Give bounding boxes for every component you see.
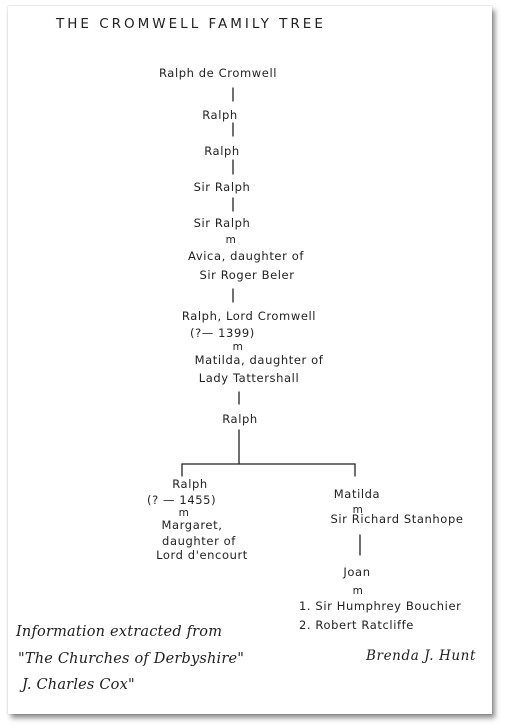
source-note-line2: "The Churches of Derbyshire" [18,651,245,667]
person-ralph-de-cromwell: Ralph de Cromwell [158,66,278,80]
ralph-left-dates: (? — 1455) [147,493,217,507]
page-title: THE CROMWELL FAMILY TREE [56,16,326,32]
spouse-avica: Avica, daughter of [188,249,304,263]
joan-marriage-2: 2. Robert Ratcliffe [299,618,414,632]
person-lord-cromwell: Ralph, Lord Cromwell [181,309,317,323]
spouse-margaret-line3: Lord d'encourt [156,548,248,562]
spouse-margaret-line2: daughter of [162,534,236,548]
person-ralph-gen2: Ralph [202,108,238,122]
marriage-mark: m [225,234,237,246]
paper-sheet [8,6,492,714]
person-sir-ralph-gen4: Sir Ralph [193,180,251,194]
spouse-margaret: Margaret, [161,518,223,532]
joan-marriage-1: 1. Sir Humphrey Bouchier [299,599,462,613]
author-signature: Brenda J. Hunt [366,648,476,664]
marriage-mark: m [178,507,190,519]
marriage-mark: m [232,341,244,353]
person-ralph-last: Ralph [222,412,258,426]
spouse-matilda: Matilda, daughter of [194,353,324,367]
person-ralph-left: Ralph [172,477,208,491]
spouse-avica-parent: Sir Roger Beler [199,268,295,282]
source-note-line1: Information extracted from [16,624,223,640]
person-sir-ralph-gen5: Sir Ralph [193,216,251,230]
person-matilda-right: Matilda [333,487,381,501]
spouse-matilda-parent: Lady Tattershall [198,371,300,385]
person-joan: Joan [343,565,371,579]
spouse-richard-stanhope: Sir Richard Stanhope [330,512,464,526]
person-ralph-gen3: Ralph [204,144,240,158]
marriage-mark: m [352,585,364,597]
lord-cromwell-dates: (?— 1399) [190,326,255,340]
marriage-mark: m [352,504,364,516]
source-note-line3: J. Charles Cox" [22,677,135,693]
